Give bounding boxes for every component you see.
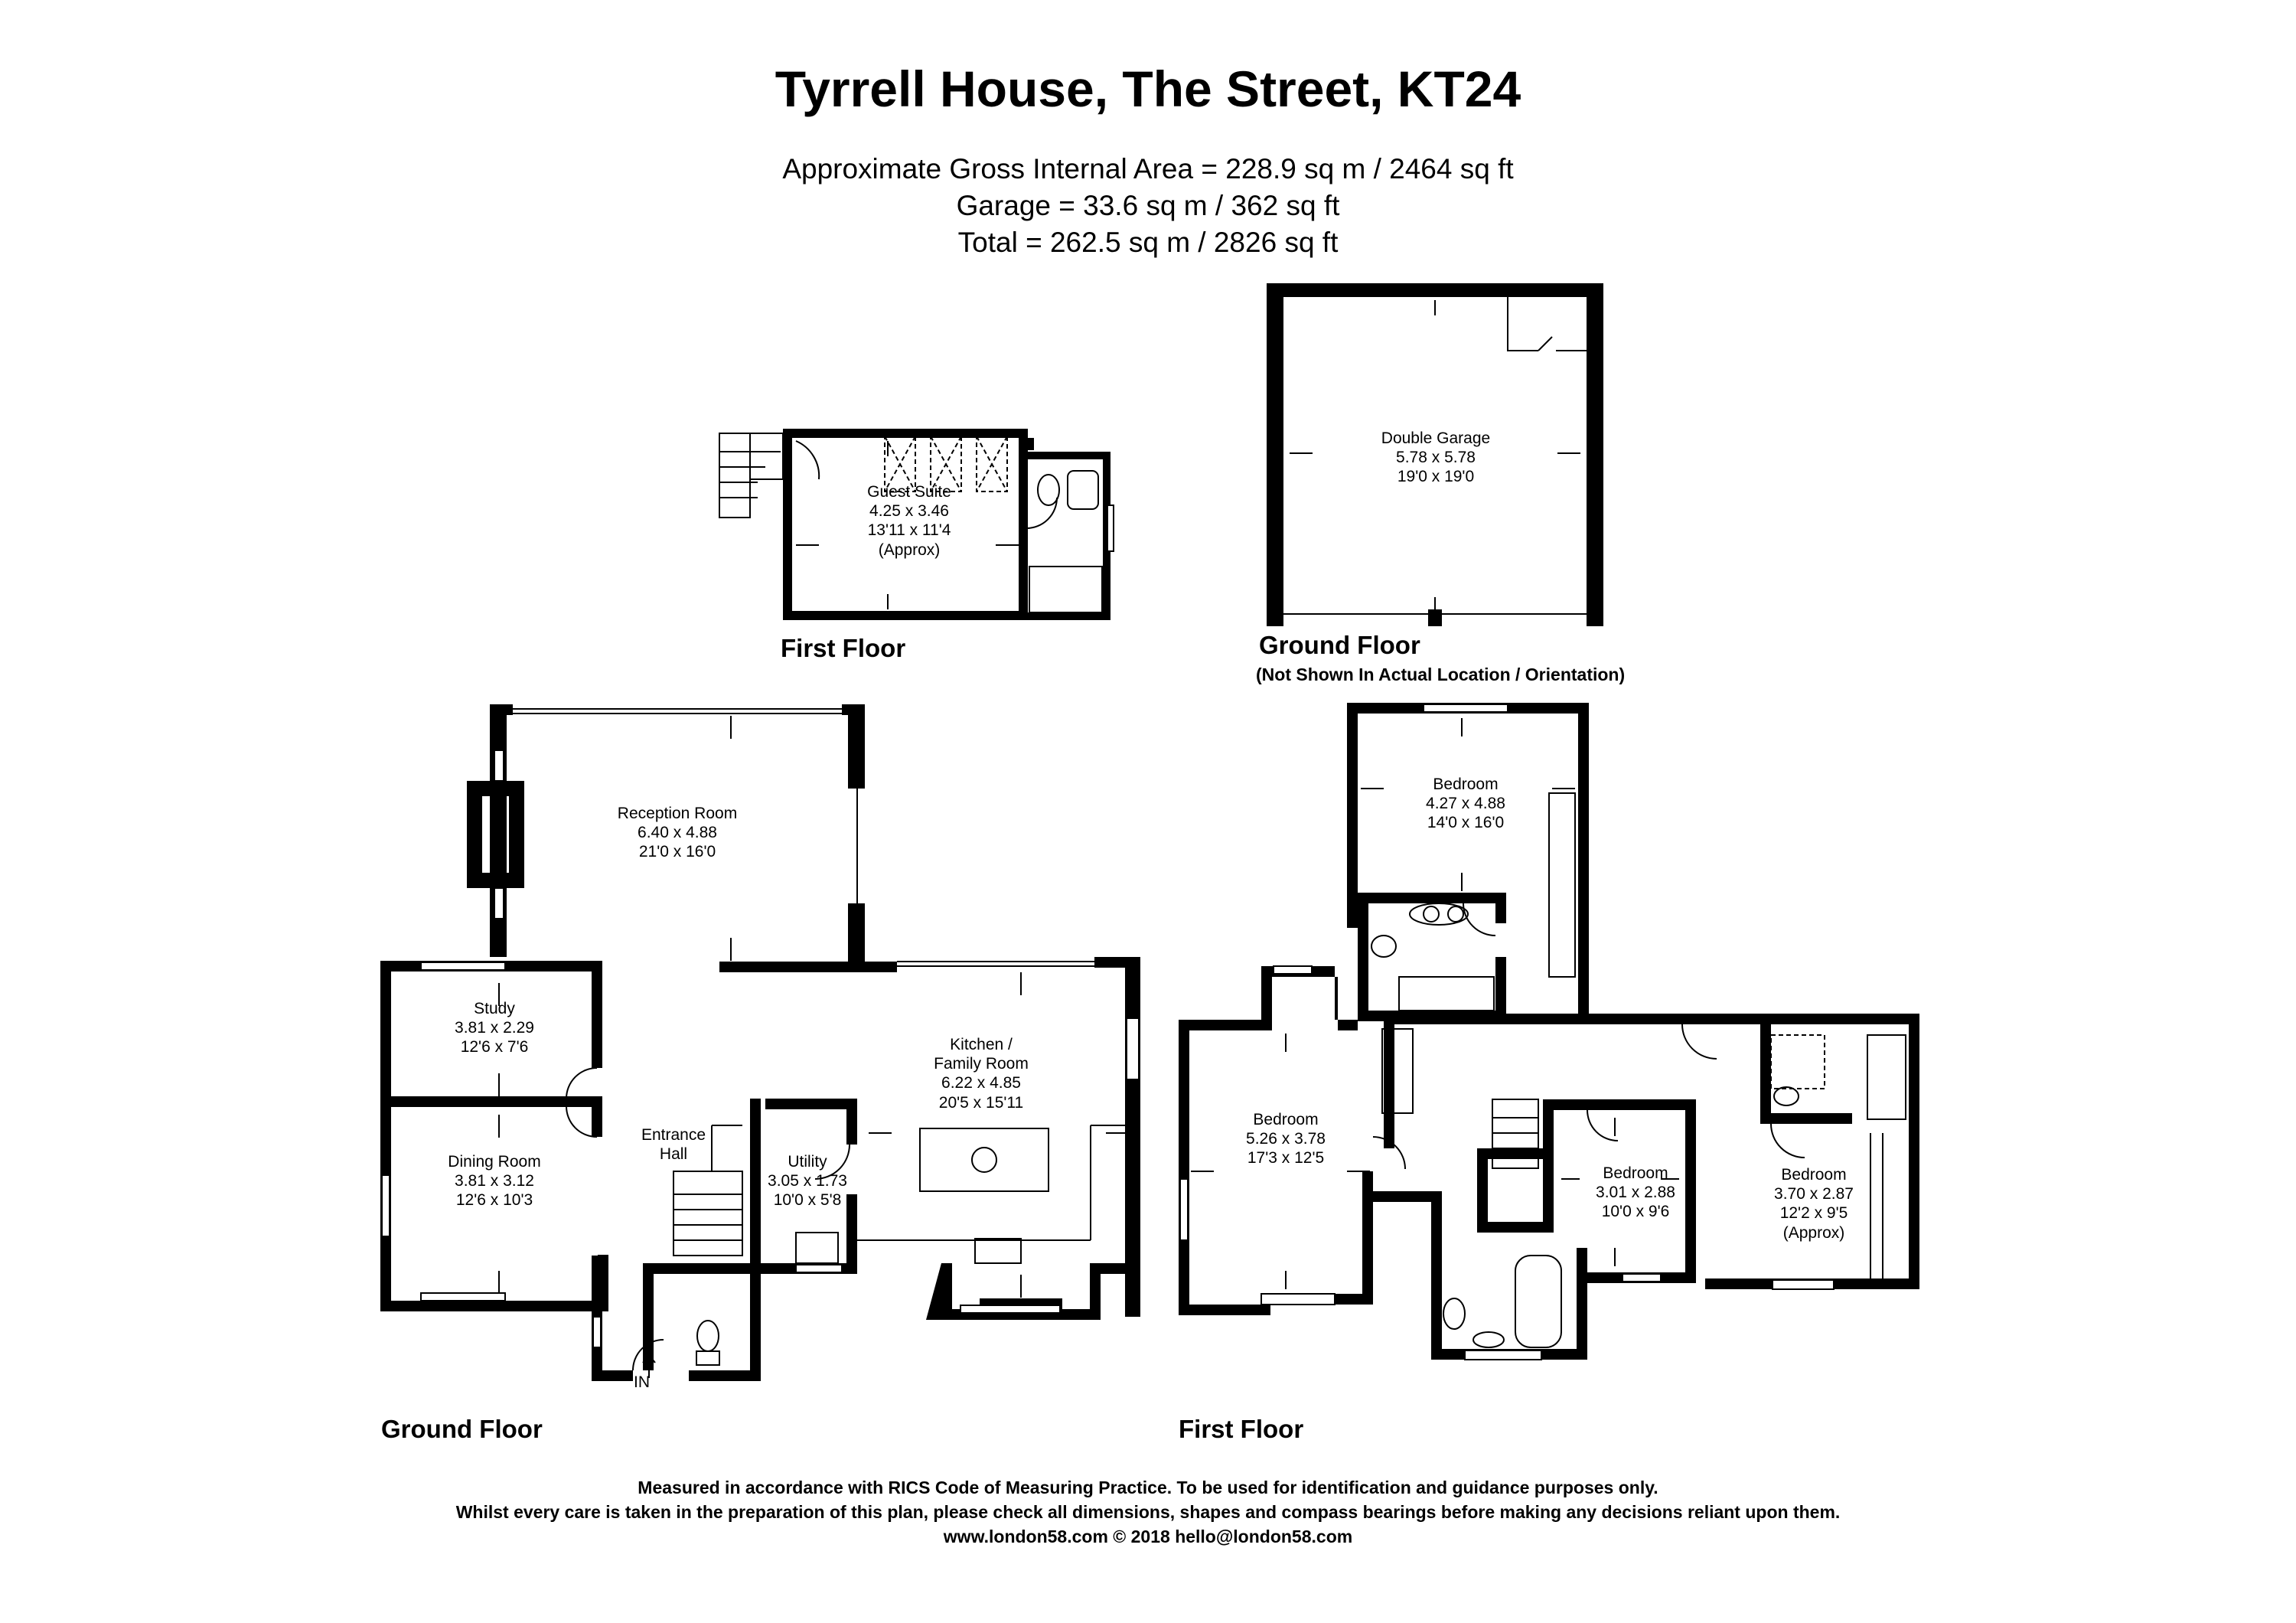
reception-name: Reception Room	[617, 805, 738, 822]
plan-title: Tyrrell House, The Street, KT24	[775, 60, 1521, 117]
guest-suite-name: Guest Suite	[867, 483, 951, 501]
entrance-hall-name1: Entrance	[641, 1126, 706, 1144]
dining-imperial: 12'6 x 10'3	[455, 1191, 533, 1210]
room-entrance-hall: Entrance Hall	[641, 1125, 706, 1164]
bedroom-left-name: Bedroom	[1253, 1111, 1319, 1128]
kitchen-metric: 6.22 x 4.85	[941, 1074, 1021, 1092]
kitchen-name1: Kitchen /	[950, 1036, 1013, 1053]
room-dining: Dining Room 3.81 x 3.12 12'6 x 10'3	[448, 1152, 540, 1210]
room-bedroom-middle: Bedroom 3.01 x 2.88 10'0 x 9'6	[1596, 1164, 1675, 1222]
double-garage-imperial: 19'0 x 19'0	[1397, 468, 1475, 486]
bedroom-right-imperial: 12'2 x 9'5	[1779, 1204, 1848, 1223]
room-reception: Reception Room 6.40 x 4.88 21'0 x 16'0	[618, 804, 737, 862]
entrance-label: IN	[634, 1373, 650, 1391]
utility-metric: 3.05 x 1.73	[768, 1172, 847, 1190]
reception-imperial: 21'0 x 16'0	[638, 843, 716, 861]
guest-suite-plan	[719, 429, 1114, 620]
garage-location-note: (Not Shown In Actual Location / Orientat…	[1256, 665, 1626, 684]
entrance-arrow-icon	[642, 1354, 656, 1378]
room-bedroom-right: Bedroom 3.70 x 2.87 12'2 x 9'5 (Approx)	[1774, 1165, 1854, 1243]
kitchen-imperial: 20'5 x 15'11	[938, 1093, 1024, 1112]
double-garage-name: Double Garage	[1381, 429, 1491, 447]
bedroom-left-metric: 5.26 x 3.78	[1246, 1130, 1326, 1148]
footer-disclaimer: Whilst every care is taken in the prepar…	[455, 1502, 1841, 1522]
bedroom-right-note: (Approx)	[1782, 1223, 1845, 1242]
double-garage-metric: 5.78 x 5.78	[1396, 449, 1476, 467]
room-kitchen: Kitchen / Family Room 6.22 x 4.85 20'5 x…	[934, 1035, 1029, 1112]
double-garage-plan	[1267, 283, 1603, 626]
ground-floor-plan	[380, 704, 1140, 1381]
footer-contact: www.london58.com © 2018 hello@london58.c…	[943, 1527, 1353, 1546]
gross-internal-area: Approximate Gross Internal Area = 228.9 …	[782, 153, 1514, 185]
garage-area: Garage = 33.6 sq m / 362 sq ft	[956, 190, 1340, 221]
utility-imperial: 10'0 x 5'8	[773, 1191, 842, 1210]
study-metric: 3.81 x 2.29	[455, 1019, 534, 1037]
entrance-hall-name2: Hall	[659, 1145, 688, 1164]
bedroom-top-name: Bedroom	[1433, 776, 1499, 793]
dining-metric: 3.81 x 3.12	[455, 1172, 534, 1190]
room-double-garage: Double Garage 5.78 x 5.78 19'0 x 19'0	[1381, 429, 1490, 487]
room-guest-suite: Guest Suite 4.25 x 3.46 13'11 x 11'4 (Ap…	[867, 482, 951, 560]
garage-ground-floor-label: Ground Floor	[1259, 631, 1420, 659]
guest-suite-imperial: 13'11 x 11'4	[867, 521, 951, 540]
guest-suite-note: (Approx)	[878, 540, 941, 559]
dining-name: Dining Room	[448, 1153, 541, 1171]
kitchen-name2: Family Room	[934, 1055, 1029, 1073]
ground-floor-label: Ground Floor	[381, 1415, 543, 1443]
first-floor-label: First Floor	[1179, 1415, 1304, 1443]
bedroom-left-imperial: 17'3 x 12'5	[1247, 1149, 1325, 1167]
footer-measurement-note: Measured in accordance with RICS Code of…	[638, 1478, 1658, 1497]
study-name: Study	[474, 1000, 515, 1017]
bedroom-middle-name: Bedroom	[1603, 1164, 1668, 1182]
room-utility: Utility 3.05 x 1.73 10'0 x 5'8	[768, 1152, 847, 1210]
room-bedroom-top: Bedroom 4.27 x 4.88 14'0 x 16'0	[1426, 775, 1505, 833]
room-bedroom-left: Bedroom 5.26 x 3.78 17'3 x 12'5	[1246, 1110, 1326, 1168]
first-floor-plan	[1179, 703, 1919, 1360]
reception-metric: 6.40 x 4.88	[638, 824, 717, 842]
bedroom-middle-imperial: 10'0 x 9'6	[1601, 1203, 1670, 1221]
utility-name: Utility	[788, 1153, 827, 1171]
bedroom-top-imperial: 14'0 x 16'0	[1427, 814, 1505, 832]
bedroom-right-name: Bedroom	[1781, 1166, 1847, 1184]
guest-suite-metric: 4.25 x 3.46	[869, 502, 949, 521]
guest-first-floor-label: First Floor	[781, 634, 906, 662]
room-study: Study 3.81 x 2.29 12'6 x 7'6	[455, 999, 534, 1057]
total-area: Total = 262.5 sq m / 2826 sq ft	[957, 227, 1339, 258]
bedroom-right-metric: 3.70 x 2.87	[1774, 1185, 1854, 1203]
bedroom-top-metric: 4.27 x 4.88	[1426, 795, 1505, 813]
study-imperial: 12'6 x 7'6	[460, 1038, 529, 1056]
bedroom-middle-metric: 3.01 x 2.88	[1596, 1184, 1675, 1202]
